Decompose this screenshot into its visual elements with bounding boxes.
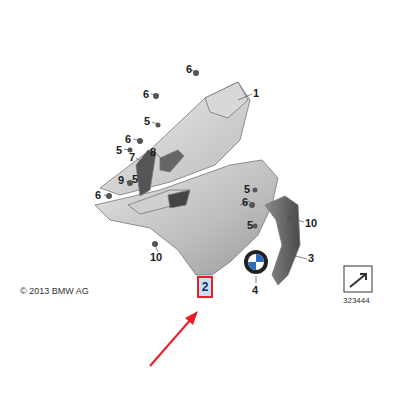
callout-number: 7 (129, 152, 135, 163)
callout-number: 8 (150, 147, 156, 158)
callout-number: 5 (247, 220, 253, 231)
callout-number: 6 (143, 89, 149, 100)
callout-number: 6 (186, 64, 192, 75)
callout-number: 5 (144, 116, 150, 127)
callout-number: 1 (253, 88, 259, 99)
pointer-arrow (150, 311, 198, 366)
callout-number: 5 (132, 174, 138, 185)
bmw-roundel (244, 250, 268, 274)
callout-number: 6 (125, 134, 131, 145)
callout-number: 10 (305, 218, 317, 229)
callout-number: 5 (116, 145, 122, 156)
callout-number: 3 (308, 253, 314, 264)
callout-number: 4 (252, 285, 258, 296)
callout-number: 10 (150, 252, 162, 263)
callout-number: 6 (242, 197, 248, 208)
gs-emboss: ​ (205, 198, 206, 223)
highlight-box: 2 (197, 276, 213, 298)
callout-number: 9 (118, 175, 124, 186)
footer-note: 323444 (343, 297, 370, 305)
callout-number: 2 (202, 281, 209, 293)
footer-note: © 2013 BMW AG (20, 287, 89, 296)
view-direction-icon (344, 266, 372, 292)
callout-number: 5 (244, 184, 250, 195)
callout-number: 6 (95, 190, 101, 201)
